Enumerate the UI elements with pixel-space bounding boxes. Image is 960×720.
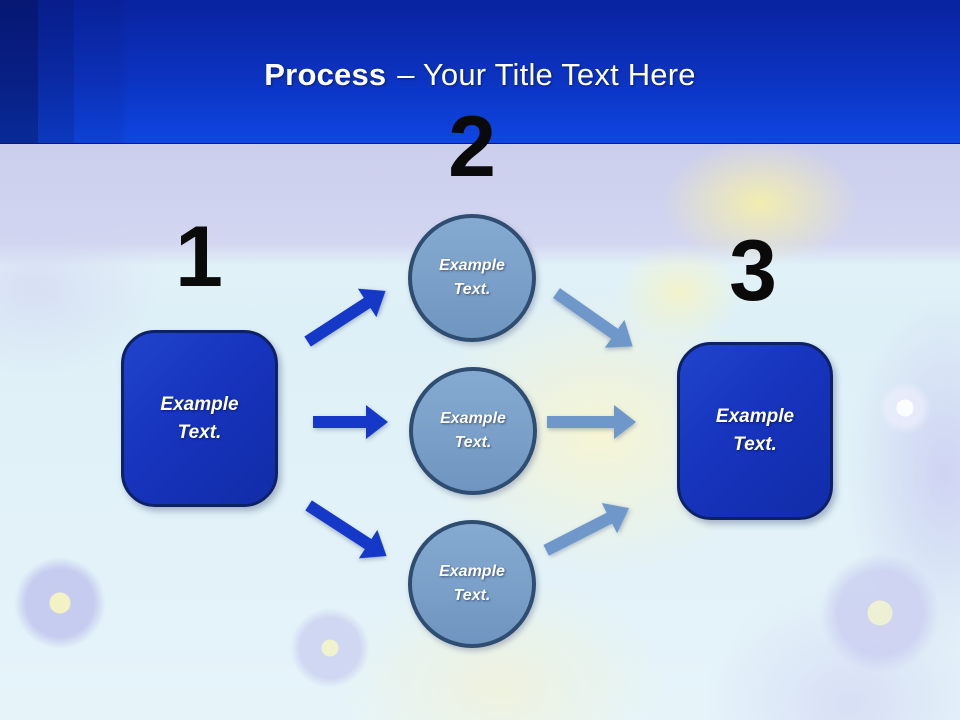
arrow-shape: [313, 405, 388, 439]
arrow-shape: [304, 288, 386, 347]
process-circle-middle: Example Text.: [409, 367, 537, 495]
process-box-step-1: Example Text.: [121, 330, 278, 507]
process-circle-label: Example Text.: [440, 410, 506, 451]
process-box-label: Example Text.: [715, 406, 795, 455]
arrow-up-right-icon: [304, 288, 386, 347]
process-circle-bottom: Example Text.: [408, 520, 536, 648]
arrow-down-right-icon: [305, 500, 387, 559]
arrow-up-right-icon: [543, 502, 629, 556]
arrow-right-icon: [313, 405, 388, 439]
slide-title: Process – Your Title Text Here: [0, 52, 960, 98]
process-box-label: Example Text.: [160, 393, 239, 443]
slide-title-bold: Process: [264, 57, 387, 92]
arrow-down-right-icon: [553, 288, 633, 348]
step-number-1: 1: [175, 209, 223, 305]
arrow-right-icon: [547, 405, 636, 439]
step-number-3: 3: [729, 223, 777, 319]
process-circle-label: Example Text.: [439, 563, 505, 604]
slide-header-banner: Process – Your Title Text Here: [0, 0, 960, 144]
process-circle-label: Example Text.: [439, 257, 505, 298]
arrow-shape: [543, 502, 629, 556]
arrow-shape: [553, 288, 633, 348]
slide-title-rest: – Your Title Text Here: [397, 57, 696, 92]
process-box-step-3: Example Text.: [677, 342, 833, 520]
arrow-shape: [305, 500, 387, 559]
step-number-2: 2: [448, 99, 496, 195]
process-circle-top: Example Text.: [408, 214, 536, 342]
arrow-shape: [547, 405, 636, 439]
